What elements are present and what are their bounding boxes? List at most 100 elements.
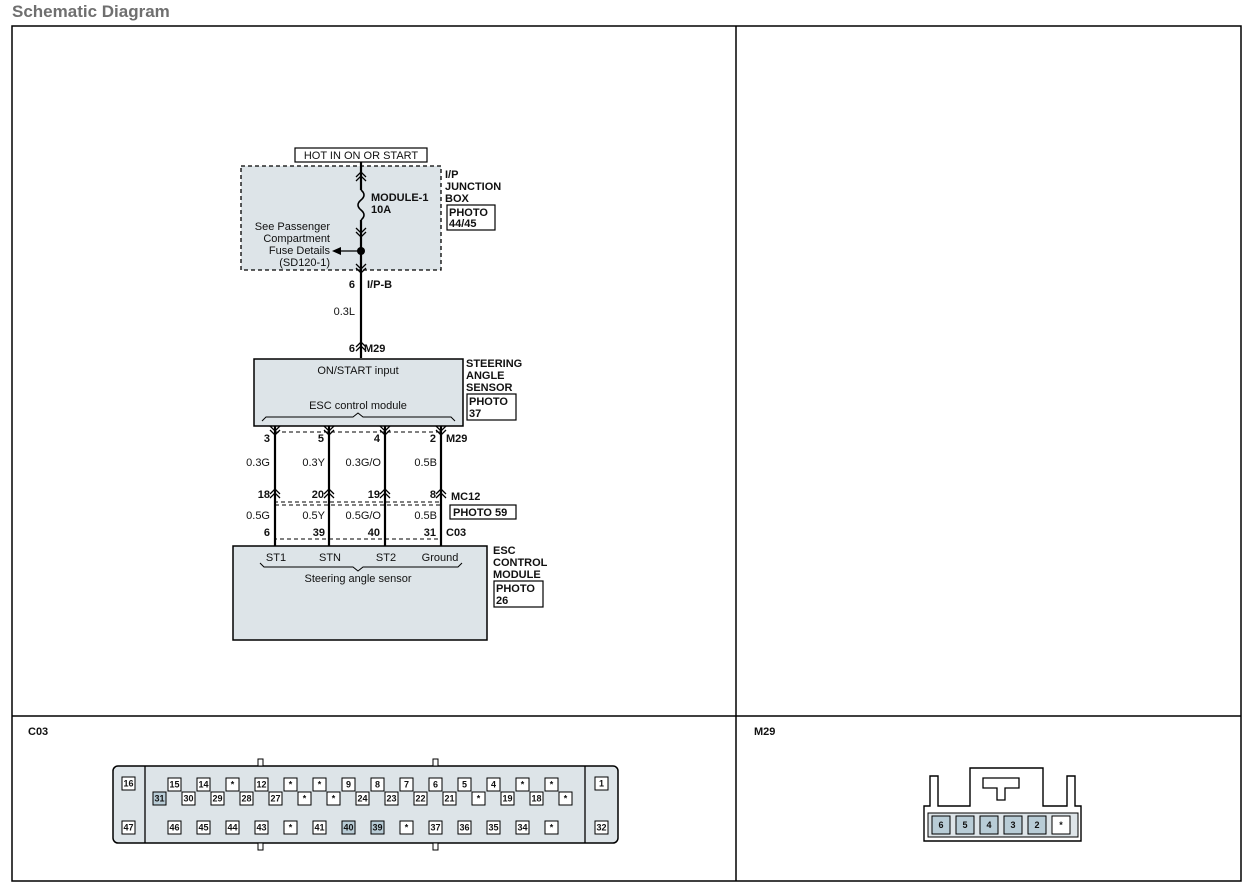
pin-3: 3 bbox=[1003, 815, 1023, 835]
m29-pin: 4 bbox=[374, 433, 381, 445]
pin-45: 45 bbox=[196, 820, 211, 835]
pin-8: 8 bbox=[370, 777, 385, 792]
pin-empty: * bbox=[312, 777, 327, 792]
svg-text:HOT IN ON OR START: HOT IN ON OR START bbox=[304, 150, 419, 162]
sas-input-pin: 6 bbox=[349, 343, 355, 355]
pin-empty: * bbox=[326, 791, 341, 806]
pin-empty: * bbox=[399, 820, 414, 835]
svg-text:(SD120-1): (SD120-1) bbox=[279, 257, 330, 269]
pin-9: 9 bbox=[341, 777, 356, 792]
svg-text:30: 30 bbox=[183, 794, 193, 804]
svg-text:40: 40 bbox=[343, 823, 353, 833]
pin-46: 46 bbox=[167, 820, 182, 835]
pin-39: 39 bbox=[370, 820, 385, 835]
pin-7: 7 bbox=[399, 777, 414, 792]
svg-text:*: * bbox=[405, 823, 409, 833]
pin-18: 18 bbox=[529, 791, 544, 806]
pin-37: 37 bbox=[428, 820, 443, 835]
svg-text:43: 43 bbox=[256, 823, 266, 833]
fuse-details-reference: See Passenger Compartment Fuse Details (… bbox=[255, 221, 365, 269]
svg-text:*: * bbox=[318, 780, 322, 790]
pin-12: 12 bbox=[254, 777, 269, 792]
svg-text:ESC control module: ESC control module bbox=[309, 400, 407, 412]
svg-text:*: * bbox=[564, 794, 568, 804]
pin-27: 27 bbox=[268, 791, 283, 806]
sas-input-connector: M29 bbox=[364, 343, 385, 355]
svg-text:32: 32 bbox=[596, 823, 606, 833]
m29-pin: 2 bbox=[430, 433, 436, 445]
fuse-name: MODULE-1 bbox=[371, 192, 428, 204]
pin-47: 47 bbox=[121, 820, 136, 835]
pin-43: 43 bbox=[254, 820, 269, 835]
shield-outline bbox=[274, 431, 442, 540]
pin-2: 2 bbox=[1027, 815, 1047, 835]
pin-empty: * bbox=[544, 820, 559, 835]
pin-6: 6 bbox=[428, 777, 443, 792]
svg-text:PHOTO: PHOTO bbox=[449, 207, 488, 219]
pin-empty: * bbox=[558, 791, 573, 806]
pin-4: 4 bbox=[486, 777, 501, 792]
diagram-frame bbox=[11, 25, 1242, 882]
mc12-connector-label: MC12 bbox=[451, 491, 480, 503]
svg-text:27: 27 bbox=[270, 794, 280, 804]
pin-empty: * bbox=[297, 791, 312, 806]
esc-control-module: ST1 STN ST2 Ground Steering angle sensor… bbox=[232, 545, 548, 641]
svg-text:*: * bbox=[1059, 820, 1063, 830]
svg-text:ESC: ESC bbox=[493, 545, 516, 557]
pin-21: 21 bbox=[442, 791, 457, 806]
svg-text:*: * bbox=[231, 780, 235, 790]
svg-text:SENSOR: SENSOR bbox=[466, 382, 513, 394]
mc12-pin: 8 bbox=[430, 489, 436, 501]
svg-text:Fuse Details: Fuse Details bbox=[269, 245, 331, 257]
svg-text:ON/START input: ON/START input bbox=[317, 365, 398, 377]
ipb-pin: 6 bbox=[349, 279, 355, 291]
pin-24: 24 bbox=[355, 791, 370, 806]
pin-34: 34 bbox=[515, 820, 530, 835]
m29-connector-label: M29 bbox=[446, 433, 467, 445]
pin-15: 15 bbox=[167, 777, 182, 792]
c03-connector-label: C03 bbox=[446, 527, 466, 539]
svg-text:PHOTO 59: PHOTO 59 bbox=[453, 507, 507, 519]
wire-color: 0.3Y bbox=[302, 457, 325, 469]
svg-text:35: 35 bbox=[488, 823, 498, 833]
svg-text:8: 8 bbox=[375, 780, 380, 790]
svg-text:*: * bbox=[289, 780, 293, 790]
pin-32: 32 bbox=[594, 820, 609, 835]
wire-color: 0.3G bbox=[246, 457, 270, 469]
pin-16: 16 bbox=[121, 776, 136, 791]
pin-5: 5 bbox=[955, 815, 975, 835]
pin-31: 31 bbox=[152, 791, 167, 806]
pin-empty: * bbox=[1051, 815, 1071, 835]
page-title: Schematic Diagram bbox=[12, 2, 170, 21]
svg-text:14: 14 bbox=[198, 780, 208, 790]
c03-pin: 31 bbox=[424, 527, 436, 539]
svg-text:29: 29 bbox=[212, 794, 222, 804]
power-source-label: HOT IN ON OR START bbox=[294, 147, 428, 163]
svg-text:37: 37 bbox=[430, 823, 440, 833]
svg-text:See Passenger: See Passenger bbox=[255, 221, 331, 233]
pin-44: 44 bbox=[225, 820, 240, 835]
svg-text:47: 47 bbox=[123, 823, 133, 833]
pin-empty: * bbox=[515, 777, 530, 792]
mc12-pin: 19 bbox=[368, 489, 380, 501]
svg-text:44/45: 44/45 bbox=[449, 218, 477, 230]
svg-text:ANGLE: ANGLE bbox=[466, 370, 505, 382]
svg-text:26: 26 bbox=[496, 595, 508, 607]
pin-5: 5 bbox=[457, 777, 472, 792]
pin-22: 22 bbox=[413, 791, 428, 806]
main-wire-color: 0.3L bbox=[334, 306, 355, 318]
pin-40: 40 bbox=[341, 820, 356, 835]
pin-empty: * bbox=[283, 820, 298, 835]
svg-text:Compartment: Compartment bbox=[263, 233, 330, 245]
c03-pin: 40 bbox=[368, 527, 380, 539]
svg-text:21: 21 bbox=[444, 794, 454, 804]
ipb-connector: I/P-B bbox=[367, 279, 392, 291]
svg-text:*: * bbox=[550, 780, 554, 790]
svg-text:4: 4 bbox=[986, 820, 991, 830]
svg-text:STN: STN bbox=[319, 552, 341, 564]
svg-text:MODULE: MODULE bbox=[493, 569, 541, 581]
pin-14: 14 bbox=[196, 777, 211, 792]
svg-text:2: 2 bbox=[1034, 820, 1039, 830]
